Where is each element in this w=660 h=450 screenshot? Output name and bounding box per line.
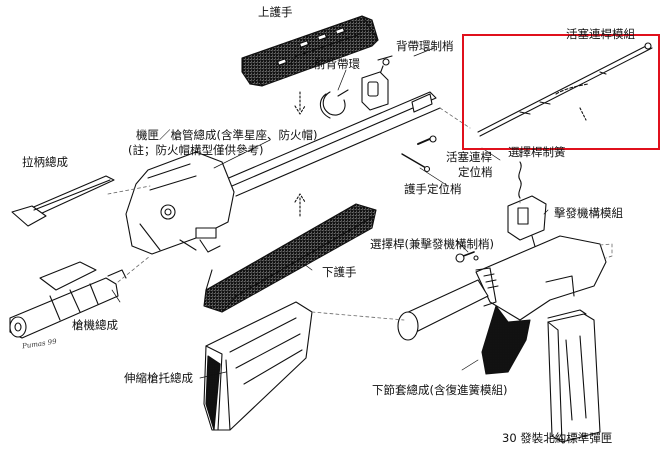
label-sling-swivel-pin: 背帶環制梢 [396, 39, 454, 53]
assembly-guides [107, 107, 613, 321]
lower-handguard-part [203, 203, 377, 313]
lower-receiver-part [397, 235, 607, 375]
label-gas-tube-assembly: 活塞連桿模組 [566, 27, 635, 41]
sling-swivel-pin-part [377, 55, 393, 75]
upper-handguard-part [241, 15, 379, 87]
label-lower-receiver: 下節套總成(含復進簧模組) [372, 383, 508, 397]
locating-pins-part [401, 135, 437, 173]
label-lower-handguard: 下護手 [322, 265, 357, 279]
gas-tube-assembly-part [477, 42, 653, 137]
label-buttstock: 伸縮槍托總成 [124, 371, 193, 385]
highlight-box-gas-tube [462, 34, 660, 150]
bolt-assembly-part [9, 261, 127, 339]
label-front-sling-swivel: 前背帶環 [314, 57, 360, 71]
buttstock-part [203, 301, 313, 431]
label-trigger-group: 擊發機構模組 [554, 206, 623, 220]
selector-parts [455, 149, 522, 263]
assembly-arrow-up [294, 193, 306, 217]
magazine-part [547, 309, 601, 443]
label-gas-piston-pin-1: 活塞連桿 [446, 150, 492, 164]
front-sight-base-part [319, 71, 389, 119]
label-gas-piston-pin-2: 定位梢 [458, 165, 493, 179]
label-selector-spring: 選擇桿制簧 [508, 145, 566, 159]
label-bolt-assembly: 槍機總成 [72, 318, 118, 332]
leader-lines [111, 47, 565, 441]
label-handguard-pin: 護手定位梢 [404, 182, 462, 196]
label-selector-lever: 選擇桿(兼擊發機構制梢) [370, 237, 494, 251]
label-receiver-barrel: 機匣／槍管總成(含準星座、防火帽) [136, 128, 318, 142]
label-magazine: 30 發裝北約標準彈匣 [502, 431, 613, 445]
label-upper-handguard: 上護手 [258, 5, 293, 19]
charging-handle-part [11, 175, 115, 227]
assembly-arrow-down [294, 91, 306, 115]
label-charging-handle: 拉柄總成 [22, 155, 68, 169]
receiver-barrel-part [125, 91, 441, 255]
label-receiver-barrel-note: (註；防火帽構型僅供參考) [128, 143, 264, 157]
